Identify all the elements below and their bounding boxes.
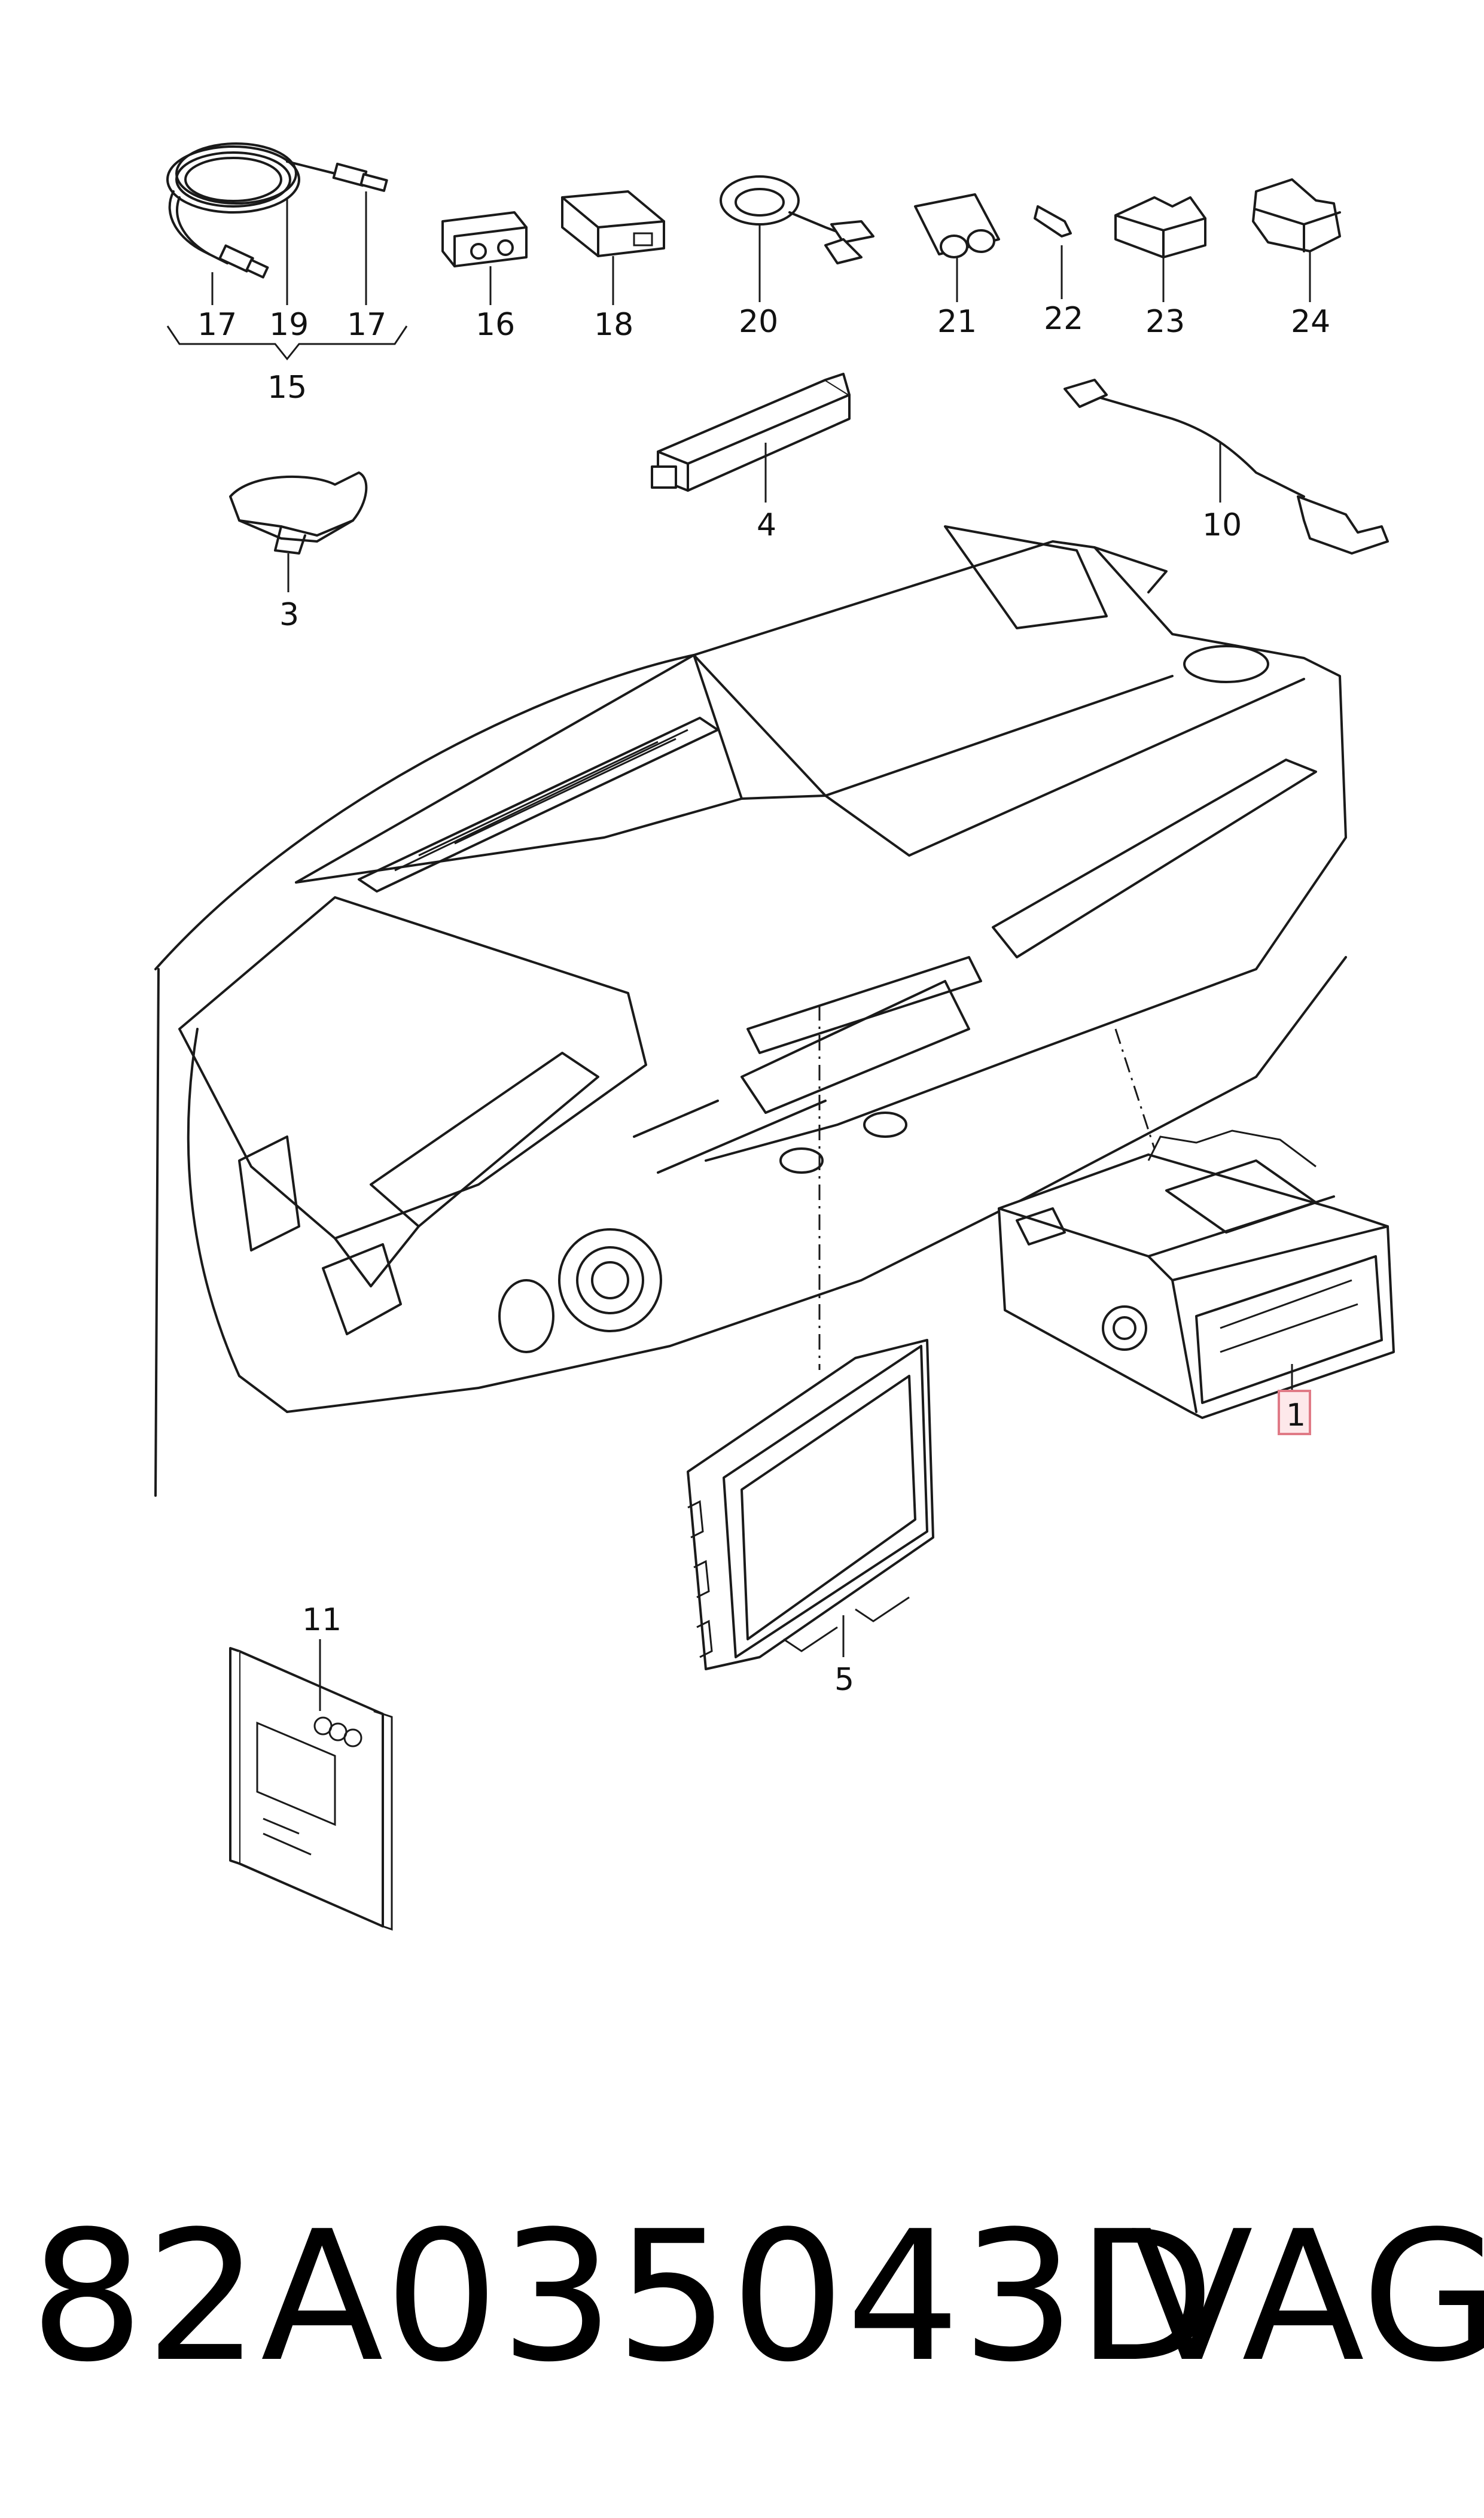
- callout-15: 15: [267, 370, 307, 406]
- callout-16: 16: [476, 307, 515, 343]
- callout-17b: 17: [347, 307, 386, 343]
- owners-manual-11: [229, 1647, 393, 1931]
- control-module-4: [651, 373, 851, 492]
- callout-10: 10: [1202, 507, 1242, 543]
- cover-cap-23: [1114, 196, 1206, 258]
- callout-17a: 17: [197, 307, 237, 343]
- callout-5: 5: [834, 1662, 854, 1698]
- callout-1-highlight: [1278, 1390, 1311, 1435]
- callout-3: 3: [279, 597, 299, 633]
- roof-antenna-3: [229, 471, 368, 555]
- brand-label: VAG: [1130, 2193, 1484, 2401]
- callout-4: 4: [757, 507, 776, 543]
- callout-20: 20: [739, 304, 778, 340]
- cable-10: [1064, 379, 1389, 555]
- callout-24: 24: [1291, 304, 1330, 340]
- dashboard-illustration: [154, 525, 1347, 1497]
- connector-housing-16: [441, 211, 528, 267]
- antenna-cable-coil: [166, 142, 388, 279]
- display-screen-5: [687, 1339, 934, 1670]
- callout-1: 1: [1286, 1397, 1306, 1433]
- relay-box-18: [561, 190, 665, 257]
- callout-11: 11: [302, 1602, 342, 1638]
- head-unit-1: [998, 1129, 1395, 1419]
- clip-bracket-24: [1252, 178, 1341, 252]
- ring-antenna-20: [720, 175, 874, 264]
- callout-23: 23: [1145, 304, 1185, 340]
- callout-19: 19: [269, 307, 309, 343]
- part-number: 82A035043D: [30, 2193, 1217, 2401]
- callout-22: 22: [1044, 301, 1083, 337]
- callout-18: 18: [594, 307, 633, 343]
- callout-21: 21: [937, 304, 977, 340]
- cylinder-holder-21: [914, 193, 1000, 258]
- pin-22: [1034, 205, 1072, 238]
